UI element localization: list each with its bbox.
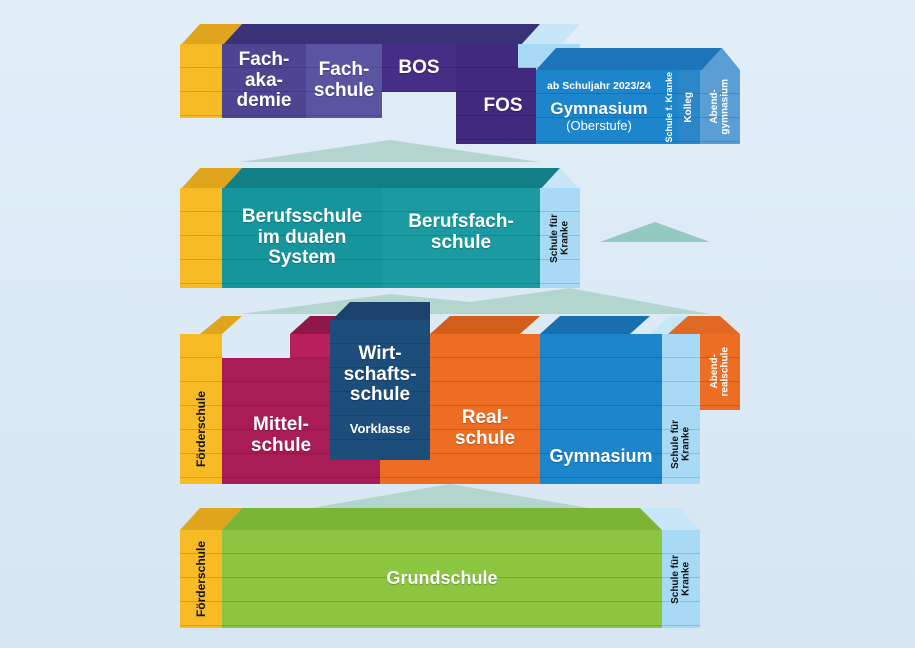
- fachakademie-label: Fach- aka- demie: [236, 49, 292, 112]
- kolleg-label: Kolleg: [682, 91, 694, 123]
- abendgymnasium-label: Abend- gymnasium: [708, 79, 731, 135]
- fachschule-label: Fach- schule: [313, 59, 375, 101]
- connector-peak-middle: [240, 288, 710, 314]
- abendrealschule-label: Abend- realschule: [708, 347, 731, 397]
- tier1-foerderschule-label: Förderschule: [193, 540, 208, 618]
- tier4-yellow-column: [180, 44, 222, 118]
- tier3-schule-fuer-kranke-label: Schule für Kranke: [548, 213, 571, 263]
- vorklasse-label: Vorklasse: [349, 420, 411, 436]
- berufsschule-label: Berufsschule im dualen System: [241, 206, 363, 269]
- tier1-schule-fuer-kranke-block[interactable]: Schule für Kranke: [662, 530, 700, 628]
- gymnasium-oberstufe-label: Gymnasium: [550, 99, 648, 119]
- foerderschule-label: Förderschule: [193, 390, 208, 468]
- tier3-yellow-column: [180, 188, 222, 288]
- tier1-foerderschule-block[interactable]: Förderschule: [180, 530, 222, 628]
- grundschule-label: Grundschule: [386, 568, 498, 589]
- fachakademie-block[interactable]: Fach- aka- demie: [222, 44, 306, 118]
- gymnasium-oberstufe-block[interactable]: ab Schuljahr 2023/24 Gymnasium (Oberstuf…: [536, 70, 662, 144]
- gymnasium-block[interactable]: Gymnasium: [540, 334, 662, 484]
- berufsschule-block[interactable]: Berufsschule im dualen System: [222, 188, 382, 288]
- berufsfachschule-block[interactable]: Berufsfach- schule: [382, 188, 540, 288]
- mittelschule-label: Mittel- schule: [250, 414, 312, 456]
- tier1-schule-fuer-kranke-label: Schule für Kranke: [669, 554, 692, 604]
- abendgymnasium-block[interactable]: Abend- gymnasium: [700, 70, 740, 144]
- tier2-schule-fuer-kranke-block[interactable]: Schule für Kranke: [662, 334, 700, 484]
- schule-f-kranke-label: Schule f. Kranke: [664, 71, 675, 143]
- wirtschaftsschule-block[interactable]: Wirt- schafts- schule Vorklasse: [330, 320, 430, 460]
- oberstufe-label: (Oberstufe): [566, 117, 632, 133]
- connector-peak-right: [600, 222, 710, 242]
- connector-peak-top: [240, 140, 540, 162]
- realschule-label: Real- schule: [454, 407, 516, 449]
- tier3-top-face: [180, 168, 580, 190]
- tier2-schule-fuer-kranke-label: Schule für Kranke: [669, 419, 692, 469]
- fos-label: FOS: [483, 94, 523, 116]
- tier3-schule-fuer-kranke-block[interactable]: Schule für Kranke: [540, 188, 580, 288]
- wirtschaftsschule-label: Wirt- schafts- schule: [343, 343, 417, 406]
- abendrealschule-block[interactable]: Abend- realschule: [700, 334, 740, 410]
- schule-f-kranke-top-block[interactable]: Schule f. Kranke: [662, 70, 678, 144]
- gymnasium-oberstufe-top: [536, 48, 740, 70]
- bos-label: BOS: [398, 56, 440, 78]
- gymnasium-label: Gymnasium: [549, 446, 653, 467]
- schuljahr-note: ab Schuljahr 2023/24: [547, 80, 651, 93]
- grundschule-block[interactable]: Grundschule: [222, 530, 662, 628]
- tier1-top-face: [180, 508, 700, 530]
- foerderschule-block[interactable]: Förderschule: [180, 334, 222, 484]
- wirtschaftsschule-top: [330, 302, 430, 322]
- kolleg-block[interactable]: Kolleg: [678, 70, 700, 144]
- bos-block[interactable]: BOS: [382, 44, 456, 92]
- fos-block[interactable]: FOS: [456, 44, 536, 144]
- tier4-top-face: [180, 24, 580, 46]
- fachschule-block[interactable]: Fach- schule: [306, 44, 382, 118]
- connector-peak-bottom: [300, 484, 600, 510]
- berufsfachschule-label: Berufsfach- schule: [408, 211, 514, 253]
